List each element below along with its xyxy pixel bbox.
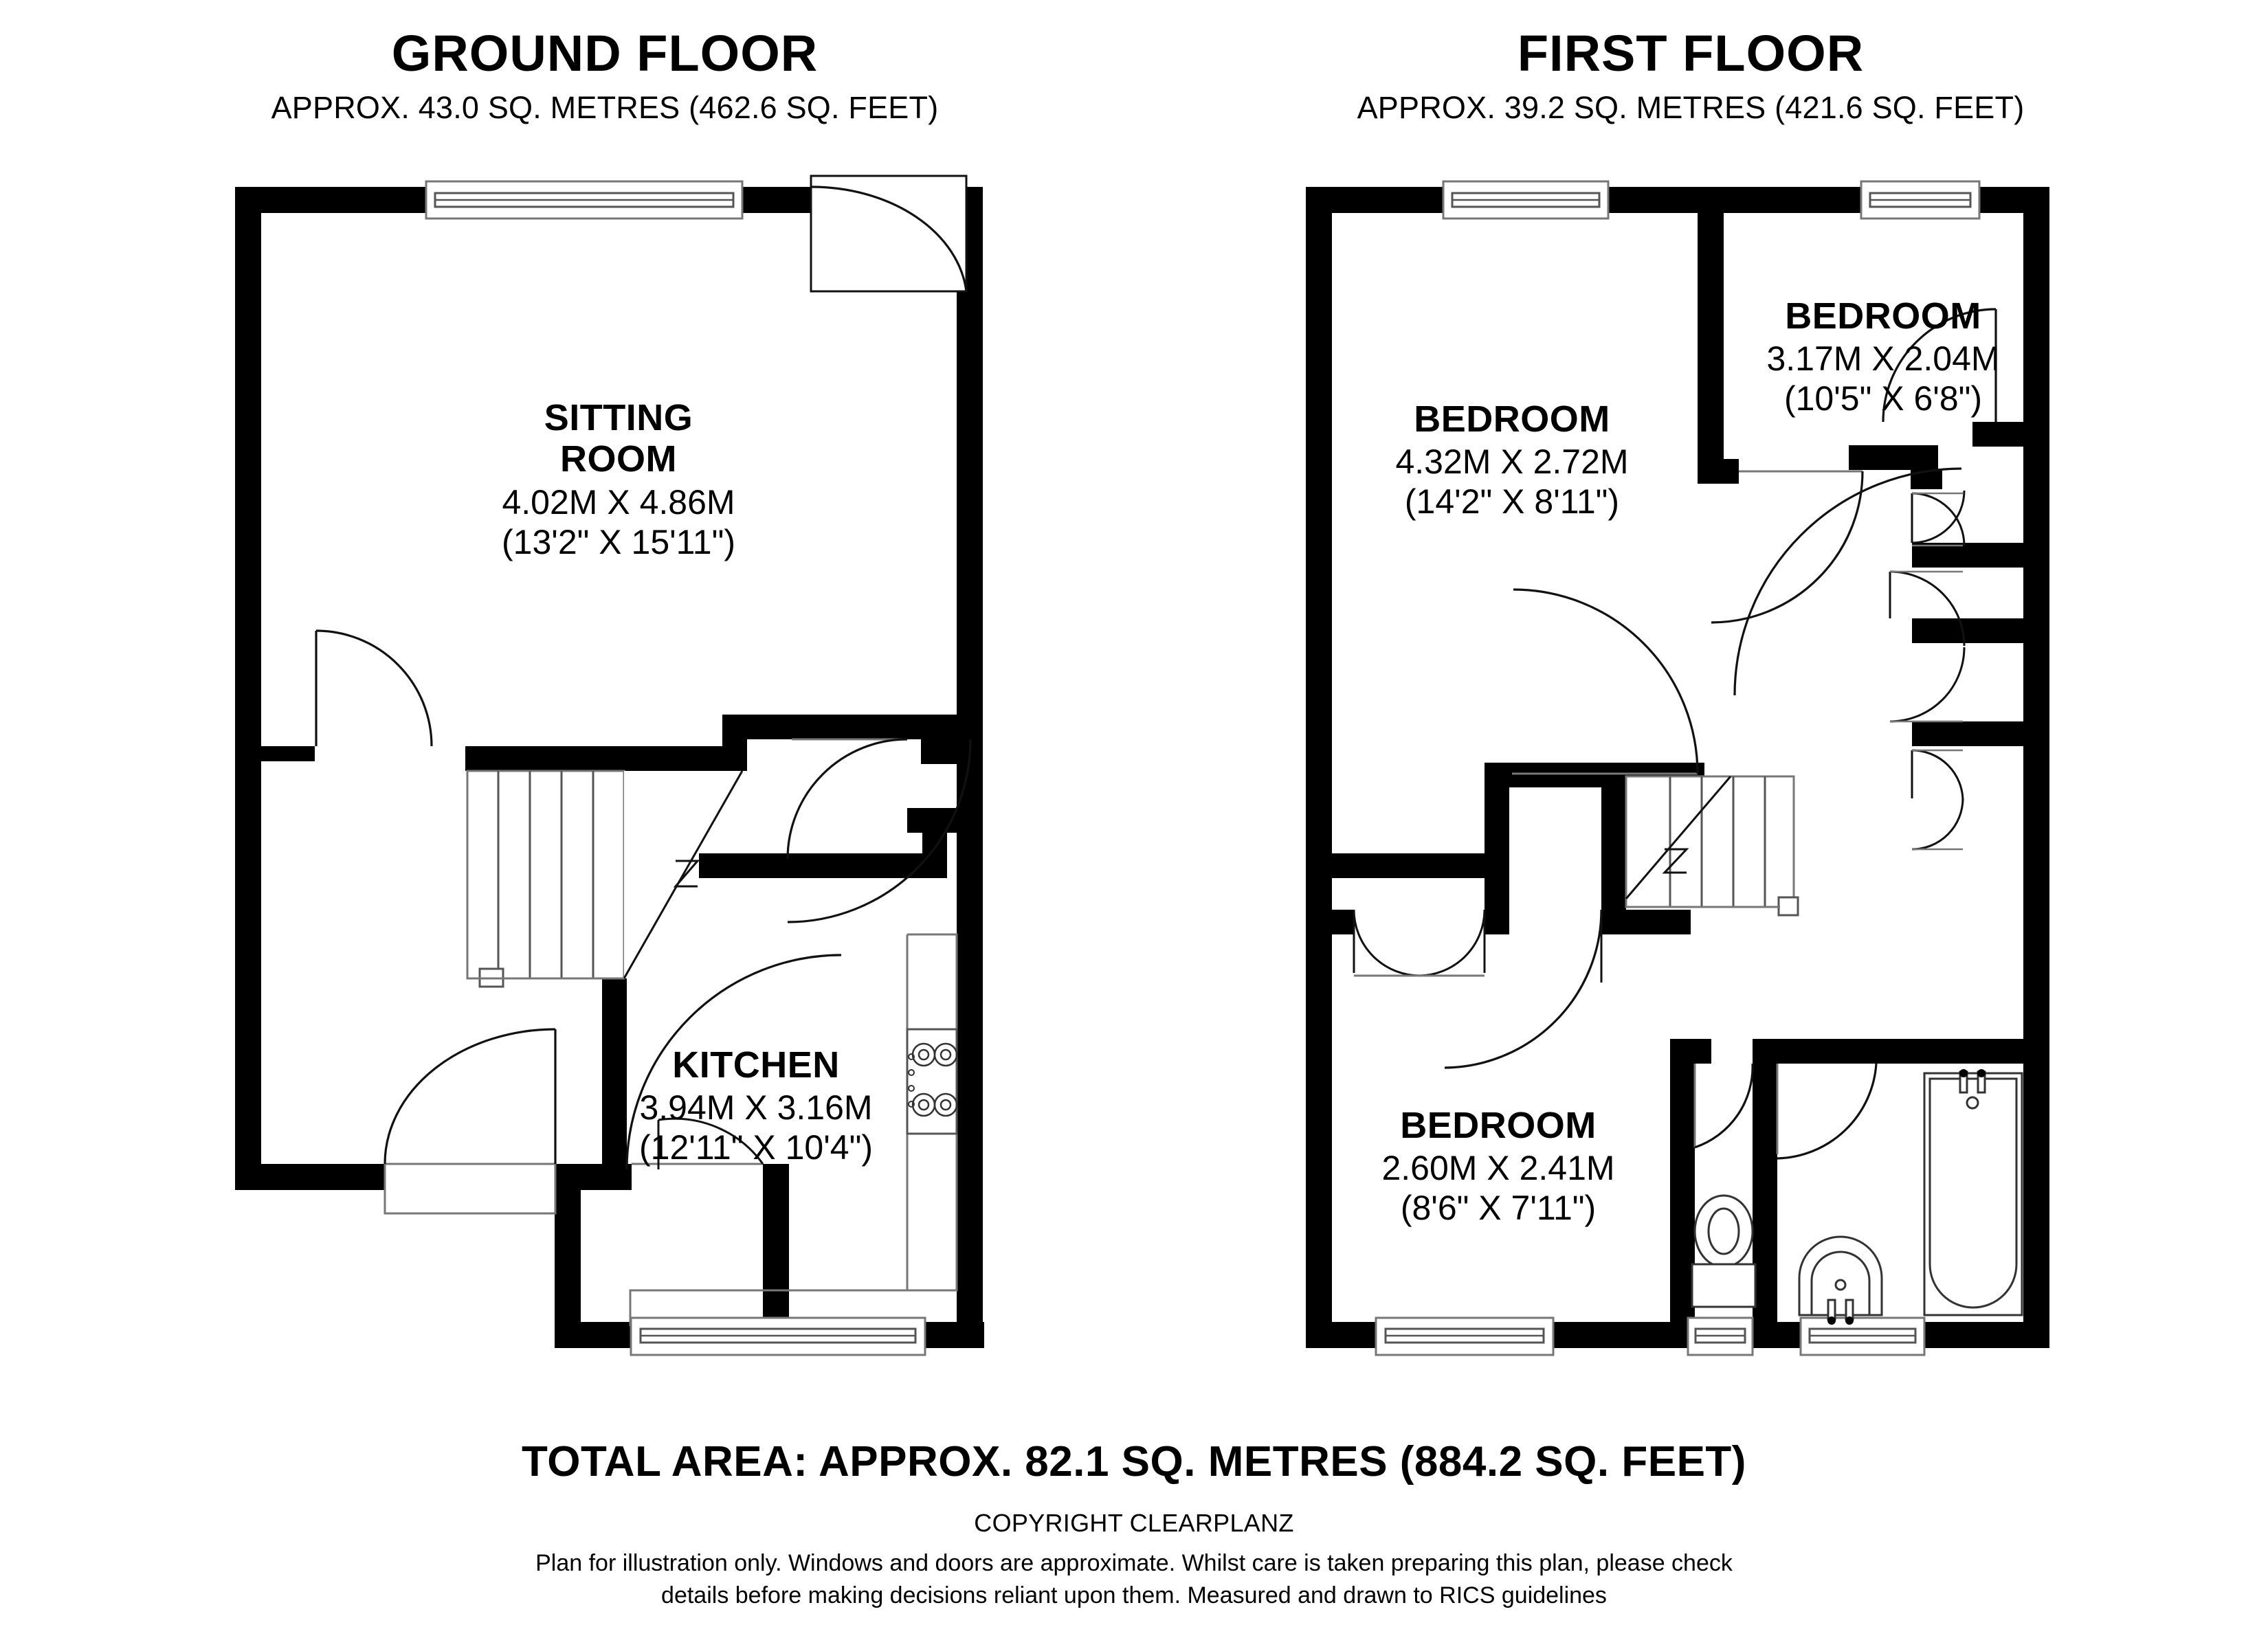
wardrobe-doors-middle bbox=[1889, 570, 1966, 723]
side-entrance-door bbox=[383, 1028, 557, 1215]
room-label-bedroom-2: BEDROOM 3.17M X 2.04M (10'5" X 6'8") bbox=[1718, 295, 2048, 418]
ground-floor-drawing bbox=[235, 175, 984, 1356]
disclaimer-line-1: Plan for illustration only. Windows and … bbox=[535, 1550, 1733, 1576]
first-rear-window-wc bbox=[1687, 1316, 1754, 1356]
sitting-room-name-line2: ROOM bbox=[560, 438, 677, 480]
first-front-window-left bbox=[1442, 180, 1610, 220]
disclaimer-text: Plan for illustration only. Windows and … bbox=[412, 1547, 1856, 1612]
sitting-room-name-line1: SITTING bbox=[544, 397, 693, 438]
total-area-text: TOTAL AREA: APPROX. 82.1 SQ. METRES (884… bbox=[522, 1438, 1746, 1485]
staircase-first bbox=[1625, 775, 1799, 917]
bedroom-2-name: BEDROOM bbox=[1785, 295, 1981, 337]
door-sitting-to-hall bbox=[315, 629, 433, 747]
bedroom-3-metric: 2.60M X 2.41M bbox=[1381, 1149, 1615, 1188]
sitting-room-metric: 4.02M X 4.86M bbox=[502, 482, 735, 521]
door-landing-arc-right bbox=[1733, 467, 1962, 696]
ground-floor-area-subtitle: APPROX. 43.0 SQ. METRES (462.6 SQ. FEET) bbox=[271, 90, 939, 126]
copyright-text: COPYRIGHT CLEARPLANZ bbox=[974, 1509, 1294, 1537]
ground-floor-heading: GROUND FLOOR APPROX. 43.0 SQ. METRES (46… bbox=[82, 27, 1127, 126]
door-hall-to-kitchen bbox=[786, 738, 908, 860]
ground-floor-title: GROUND FLOOR bbox=[391, 25, 819, 82]
bedroom-2-metric: 3.17M X 2.04M bbox=[1766, 339, 2000, 379]
first-outer-walls bbox=[1306, 187, 2049, 1348]
first-rear-window-bath bbox=[1799, 1316, 1926, 1356]
basin-icon bbox=[1798, 1235, 1883, 1325]
disclaimer-line-2: details before making decisions reliant … bbox=[661, 1582, 1607, 1608]
wc-toilet-icon bbox=[1691, 1194, 1757, 1308]
door-hall-lower-arc bbox=[787, 739, 972, 923]
kitchen-imperial: (12'11" X 10'4") bbox=[639, 1128, 873, 1167]
door-landing-arc-left bbox=[1512, 588, 1699, 775]
kitchen-metric: 3.94M X 3.16M bbox=[639, 1088, 873, 1128]
door-kitchen-inner bbox=[625, 954, 842, 1170]
wardrobe-doors-upper bbox=[1911, 490, 1966, 547]
ground-hall-door-jambs bbox=[907, 715, 970, 833]
cupboard-doors-landing-left bbox=[1353, 909, 1486, 977]
first-floor-area-subtitle: APPROX. 39.2 SQ. METRES (421.6 SQ. FEET) bbox=[1357, 90, 2025, 126]
bedroom-2-imperial: (10'5" X 6'8") bbox=[1783, 379, 1983, 418]
bedroom-1-name: BEDROOM bbox=[1414, 399, 1610, 440]
room-label-bedroom-3: BEDROOM 2.60M X 2.41M (8'6" X 7'11") bbox=[1333, 1105, 1663, 1227]
bedroom-3-imperial: (8'6" X 7'11") bbox=[1400, 1189, 1597, 1228]
first-front-window-right bbox=[1860, 180, 1981, 220]
first-internal-walls bbox=[1306, 187, 2023, 1348]
first-floor-heading: FIRST FLOOR APPROX. 39.2 SQ. METRES (421… bbox=[1168, 27, 2213, 126]
first-floor-title: FIRST FLOOR bbox=[1517, 25, 1865, 82]
room-label-kitchen: KITCHEN 3.94M X 3.16M (12'11" X 10'4") bbox=[577, 1044, 935, 1167]
door-bedroom-3 bbox=[1444, 909, 1603, 1069]
rear-window bbox=[630, 1316, 926, 1356]
first-floor-drawing bbox=[1306, 180, 2049, 1356]
bedroom-3-name: BEDROOM bbox=[1400, 1105, 1597, 1146]
bedroom-1-metric: 4.32M X 2.72M bbox=[1395, 442, 1629, 482]
sitting-room-imperial: (13'2" X 15'11") bbox=[502, 522, 735, 561]
door-bathroom bbox=[1776, 1063, 1878, 1160]
door-bedroom-2 bbox=[1882, 308, 1997, 423]
front-door bbox=[810, 175, 968, 293]
bedroom-1-imperial: (14'2" X 8'11") bbox=[1404, 482, 1620, 521]
hob-icon bbox=[906, 1028, 958, 1135]
bath-icon bbox=[1923, 1069, 2023, 1316]
kitchen-name: KITCHEN bbox=[672, 1044, 840, 1086]
front-window bbox=[425, 180, 744, 220]
staircase-ground bbox=[466, 770, 744, 988]
door-bedroom-1 bbox=[1711, 470, 1864, 624]
door-wc bbox=[1693, 1063, 1754, 1149]
room-label-bedroom-1: BEDROOM 4.32M X 2.72M (14'2" X 8'11") bbox=[1347, 399, 1677, 521]
porch-inner-door bbox=[632, 1117, 764, 1169]
room-label-sitting-room: SITTING ROOM 4.02M X 4.86M (13'2" X 15'1… bbox=[426, 397, 811, 561]
first-rear-window-left bbox=[1375, 1316, 1555, 1356]
wardrobe-doors-lower bbox=[1911, 749, 1964, 851]
